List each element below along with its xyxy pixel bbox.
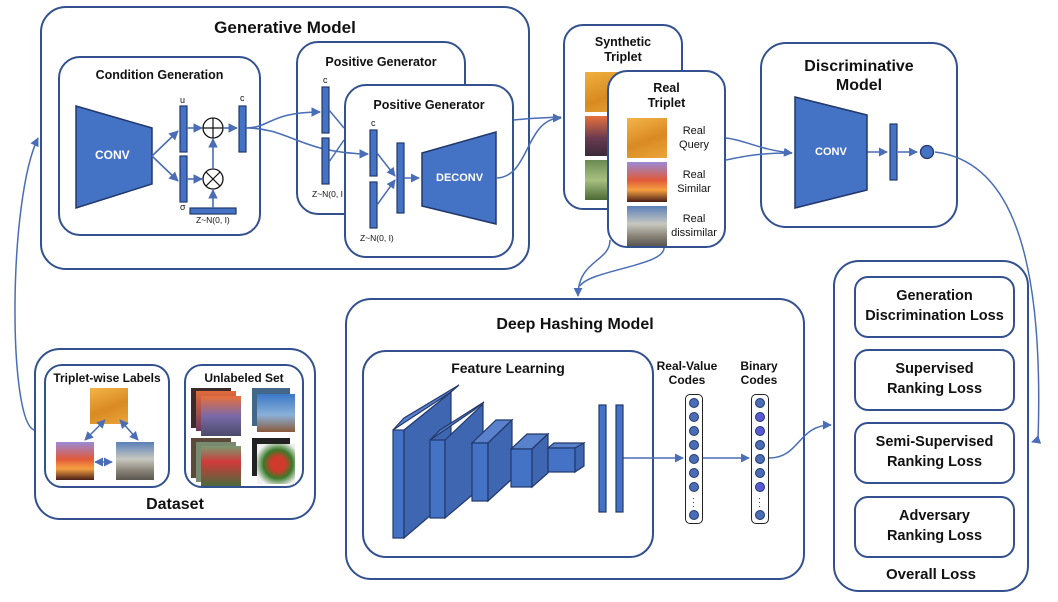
code-node — [754, 468, 765, 478]
real-value-codes-title: Real-Value Codes — [656, 359, 718, 388]
feature-learning-box: Feature Learning — [362, 350, 654, 558]
unlabeled-image-stack-4b — [257, 444, 295, 484]
positive-generator-front-title: Positive Generator — [373, 98, 485, 112]
discriminator-conv-label: CONV — [815, 146, 847, 158]
discriminative-model-box: Discriminative Model — [760, 42, 958, 228]
code-node — [688, 412, 699, 422]
binary-codes-title: Binary Codes — [740, 359, 778, 388]
unlabeled-image-stack-1c — [201, 396, 241, 436]
real-similar-image — [627, 162, 667, 202]
code-node — [688, 454, 699, 464]
code-node — [688, 398, 699, 408]
overall-loss-title: Overall Loss — [885, 566, 977, 583]
code-node — [754, 482, 765, 492]
code-node — [754, 426, 765, 436]
code-node — [754, 510, 765, 520]
positive-generator-back-title: Positive Generator — [325, 55, 437, 69]
condition-conv-label: CONV — [95, 148, 130, 162]
real-query-image — [627, 118, 667, 158]
condition-generation-title: Condition Generation — [95, 68, 224, 82]
supervised-ranking-loss: Supervised Ranking Loss — [854, 349, 1015, 411]
ellipsis-icon: ··· — [692, 493, 695, 511]
labeled-similar-image — [56, 442, 94, 480]
triplet-labels-box: Triplet-wise Labels — [44, 364, 170, 488]
real-dissimilar-caption: Real dissimilar — [671, 213, 717, 240]
generation-discrimination-loss: Generation Discrimination Loss — [854, 276, 1015, 338]
code-node — [688, 468, 699, 478]
labeled-query-image — [90, 388, 128, 424]
code-node — [754, 454, 765, 464]
code-node — [754, 398, 765, 408]
code-node — [688, 482, 699, 492]
binary-codes-vector: ··· — [751, 394, 769, 524]
unlabeled-image-stack-3c — [201, 446, 241, 486]
unlabeled-image-stack-2b — [257, 394, 295, 432]
overall-loss-box: Generation Discrimination Loss Supervise… — [833, 260, 1029, 592]
ellipsis-icon: ··· — [758, 493, 761, 511]
condition-generation-box: Condition Generation — [58, 56, 261, 236]
real-similar-caption: Real Similar — [677, 169, 711, 196]
semi-supervised-ranking-loss: Semi-Supervised Ranking Loss — [854, 422, 1015, 484]
triplet-labels-title: Triplet-wise Labels — [53, 371, 161, 385]
real-value-codes-vector: ··· — [685, 394, 703, 524]
code-node — [688, 440, 699, 450]
real-query-caption: Real Query — [679, 125, 709, 152]
pg-front-noise-label: Z~N(0, I) — [360, 233, 394, 243]
pg-back-noise-label: Z~N(0, I — [312, 189, 343, 199]
deconv-label: DECONV — [436, 172, 484, 184]
generative-model-title: Generative Model — [214, 18, 356, 37]
code-node — [688, 426, 699, 436]
c-label: c — [240, 93, 245, 103]
real-triplet-box: Real Triplet Real Query Real Similar Rea… — [607, 70, 726, 248]
dataset-title: Dataset — [146, 496, 204, 513]
deep-hashing-model-title: Deep Hashing Model — [496, 316, 654, 333]
pg-front-c-label: c — [371, 118, 376, 128]
sigma-label: σ — [180, 202, 186, 212]
real-dissimilar-image — [627, 206, 667, 246]
real-triplet-title: Real Triplet — [647, 81, 686, 110]
pg-back-c-label: c — [323, 75, 328, 85]
positive-generator-front-box: Positive Generator — [344, 84, 514, 258]
code-node — [688, 510, 699, 520]
condition-noise-label: Z~N(0, I) — [196, 215, 230, 225]
code-node — [754, 412, 765, 422]
unlabeled-set-box: Unlabeled Set — [184, 364, 304, 488]
synthetic-triplet-title: Synthetic Triplet — [594, 35, 652, 64]
code-node — [754, 440, 765, 450]
discriminative-model-title: Discriminative Model — [804, 58, 914, 94]
feature-learning-title: Feature Learning — [451, 360, 565, 376]
unlabeled-set-title: Unlabeled Set — [204, 371, 284, 385]
mu-label: u — [180, 95, 186, 105]
adversary-ranking-loss: Adversary Ranking Loss — [854, 496, 1015, 558]
labeled-dissimilar-image — [116, 442, 154, 480]
